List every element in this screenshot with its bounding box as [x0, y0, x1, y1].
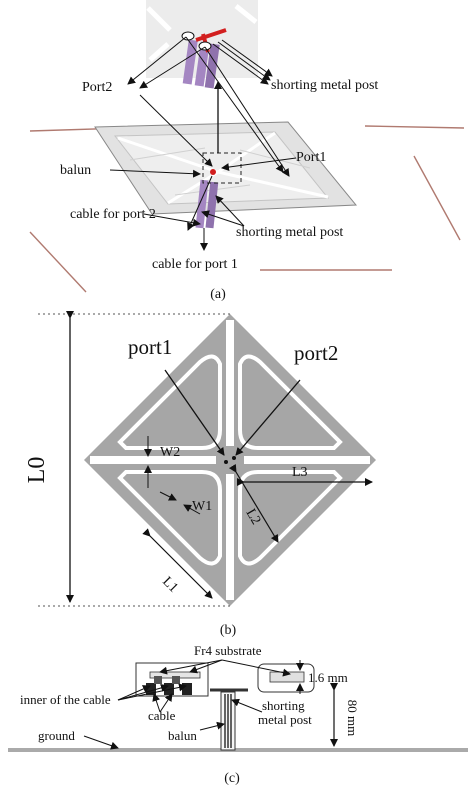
- label-L2: L2: [243, 507, 264, 528]
- caption-b: (b): [220, 623, 237, 638]
- label-shorting-c-line2: metal post: [258, 712, 312, 727]
- label-shorting-mid: shorting metal post: [236, 225, 343, 240]
- panel-a-leaders: [109, 36, 297, 251]
- zoom-inset: [146, 0, 258, 89]
- label-cable-port1: cable for port 1: [152, 257, 238, 272]
- label-cable-port2: cable for port 2: [70, 207, 156, 222]
- label-L1: L1: [159, 574, 181, 596]
- label-port2-b: port2: [294, 341, 338, 365]
- panel-a: Port2 shorting metal post Port1 balun ca…: [29, 0, 465, 302]
- label-port1-a: Port1: [296, 150, 326, 165]
- thickness-inset: [257, 663, 315, 693]
- caption-a: (a): [210, 287, 226, 302]
- label-port1-b: port1: [128, 335, 172, 359]
- label-shorting-top: shorting metal post: [271, 78, 378, 93]
- label-ground: ground: [38, 728, 75, 743]
- label-L0: L0: [24, 457, 50, 484]
- panel-b: L0 port1 port2 W2 W1 L1 L2 L3 (b): [24, 311, 376, 638]
- label-cable-c: cable: [148, 708, 176, 723]
- label-shorting-c: shorting metal post: [258, 698, 312, 727]
- label-L3: L3: [292, 465, 308, 480]
- label-thickness: 1.6 mm: [308, 670, 348, 685]
- label-inner-cable: inner of the cable: [20, 692, 111, 707]
- label-W2: W2: [160, 445, 180, 460]
- caption-c: (c): [224, 771, 240, 786]
- zoom-box: [202, 152, 242, 184]
- label-W1: W1: [192, 499, 212, 514]
- label-balun-a: balun: [60, 163, 91, 178]
- label-balun-c: balun: [168, 728, 197, 743]
- dim-L1: [142, 528, 213, 599]
- panel-c: 80 mm Fr4 substrate 1.6 mm inner of the …: [8, 643, 468, 786]
- label-port2-a: Port2: [82, 80, 112, 95]
- label-shorting-c-line1: shorting: [262, 698, 305, 713]
- label-80mm: 80 mm: [345, 700, 360, 736]
- label-fr4: Fr4 substrate: [194, 643, 262, 658]
- panel-c-leaders: [83, 659, 291, 750]
